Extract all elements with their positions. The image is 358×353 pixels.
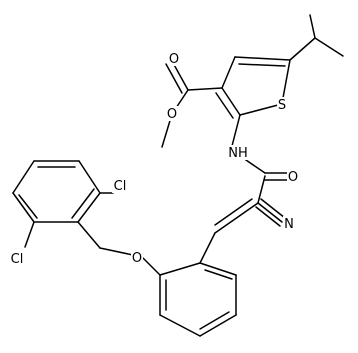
svg-text:O: O: [288, 170, 298, 185]
atom-o-ester-methoxy: O: [166, 106, 178, 122]
svg-text:S: S: [278, 98, 286, 113]
atom-n-nitrile: N: [283, 216, 295, 232]
svg-text:NH: NH: [228, 146, 248, 161]
bond: [257, 202, 283, 223]
bond: [282, 59, 291, 99]
bond: [159, 314, 201, 337]
bond: [12, 160, 35, 194]
bond: [309, 14, 316, 39]
bond: [214, 202, 259, 234]
svg-text:O: O: [169, 52, 179, 67]
bond: [187, 87, 223, 91]
bond: [199, 232, 216, 264]
bond: [199, 314, 237, 337]
atom-o-ether: O: [131, 250, 143, 266]
bond: [255, 206, 281, 227]
atom-cl-1: Cl: [112, 178, 129, 194]
bond: [159, 262, 201, 276]
bond: [18, 194, 38, 219]
atom-o-ester-carbonyl: O: [168, 51, 180, 67]
bond: [239, 104, 279, 116]
bond: [242, 157, 266, 174]
svg-text:O: O: [132, 251, 142, 266]
bond: [24, 221, 35, 248]
bond: [221, 56, 236, 89]
bond: [231, 114, 241, 147]
atom-s-thiophene: S: [277, 97, 287, 113]
bond: [221, 87, 241, 116]
atom-cl-2: Cl: [9, 251, 26, 267]
bond: [314, 37, 344, 57]
svg-text:O: O: [167, 107, 177, 122]
bond: [199, 262, 237, 276]
svg-text:Cl: Cl: [11, 252, 24, 267]
bond: [78, 160, 101, 194]
bond: [238, 63, 286, 67]
bond: [257, 175, 266, 204]
bond: [215, 92, 234, 119]
svg-text:N: N: [284, 217, 294, 232]
bond: [12, 192, 35, 223]
bond: [204, 269, 233, 280]
bond: [77, 221, 101, 249]
atom-nh: NH: [227, 145, 248, 161]
bond: [260, 198, 286, 219]
bond: [234, 56, 291, 61]
bond: [289, 37, 316, 61]
bond: [99, 247, 134, 256]
bond: [199, 311, 230, 330]
bond: [214, 198, 253, 226]
svg-text:Cl: Cl: [114, 179, 127, 194]
atom-labels: O O S NH O N O Cl: [9, 51, 299, 267]
atom-o-amide: O: [287, 169, 299, 185]
bond: [77, 192, 101, 223]
bond: [165, 63, 183, 94]
bond: [71, 188, 95, 219]
bond: [142, 257, 161, 276]
